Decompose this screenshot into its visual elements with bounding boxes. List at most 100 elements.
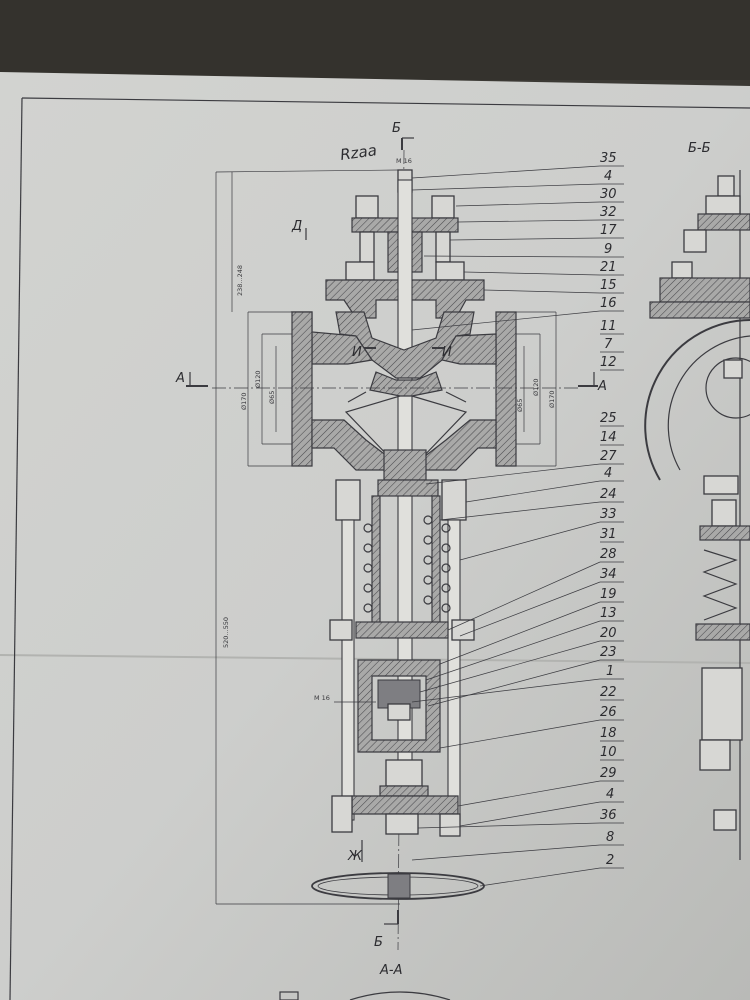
svg-text:11: 11 — [600, 319, 617, 334]
tie-rod-right — [447, 519, 461, 821]
top-nut-right — [431, 195, 455, 219]
detail-mark-d: Д — [291, 219, 302, 234]
view-title-aa: А-А — [379, 963, 402, 978]
callout-35: 35 — [411, 151, 624, 179]
dim-dia-right-inner: Ø65 — [516, 399, 524, 412]
spring-plate — [355, 621, 449, 639]
svg-text:12: 12 — [600, 355, 617, 370]
callout-15: 15 — [483, 278, 624, 294]
svg-text:35: 35 — [600, 151, 617, 166]
svg-text:19: 19 — [600, 587, 617, 602]
svg-text:7: 7 — [604, 337, 613, 352]
svg-text:21: 21 — [600, 260, 617, 275]
svg-text:2: 2 — [606, 853, 614, 868]
svg-text:4: 4 — [606, 787, 614, 802]
thread-stamp: Rzaa — [339, 141, 378, 164]
svg-text:16: 16 — [600, 296, 617, 311]
valve-seat — [369, 371, 443, 397]
svg-text:18: 18 — [600, 726, 617, 741]
top-nut-left — [355, 195, 379, 219]
svg-text:4: 4 — [604, 169, 612, 184]
side-spring — [702, 549, 738, 621]
callout-24: 24 — [439, 487, 624, 521]
dim-dia-left-outer: Ø170 — [240, 392, 248, 410]
detail-mark-i-left: И — [352, 345, 362, 360]
section-mark-a-right: A — [597, 379, 607, 394]
section-mark-a-left: A — [175, 371, 185, 386]
dim-dia-right-outer: Ø170 — [548, 390, 556, 408]
spring — [363, 515, 451, 613]
handwheel — [311, 872, 485, 900]
callout-25: 25 — [600, 411, 624, 427]
detail-mark-i-right: И — [442, 345, 452, 360]
svg-text:15: 15 — [600, 278, 617, 293]
svg-text:22: 22 — [600, 685, 617, 700]
callout-4b: 4 — [465, 466, 624, 503]
svg-text:14: 14 — [600, 430, 617, 445]
dim-upper-height: 238...248 — [236, 265, 244, 296]
tie-rod-left — [341, 519, 355, 821]
handwheel-hub — [387, 873, 411, 899]
callout-11: 11 — [600, 319, 624, 335]
svg-text:9: 9 — [604, 242, 612, 257]
stem — [397, 179, 413, 821]
svg-text:29: 29 — [600, 766, 617, 781]
top-thread-dim: M 16 — [396, 157, 412, 165]
callout-4: 4 — [411, 169, 624, 191]
callout-19: 19 — [439, 587, 624, 665]
bolt-head-right — [441, 479, 467, 521]
svg-text:26: 26 — [600, 705, 617, 720]
side-view-bb: Б-Б — [644, 141, 750, 860]
svg-text:17: 17 — [600, 223, 617, 238]
svg-text:25: 25 — [600, 411, 617, 426]
callout-list: 35 4 30 32 17 9 21 15 16 11 7 12 25 14 2… — [411, 151, 624, 887]
dim-overall-height: 520...550 — [222, 617, 230, 648]
svg-text:1: 1 — [606, 664, 614, 679]
callout-29: 29 — [457, 766, 624, 807]
section-mark-b-top: Б — [392, 121, 401, 136]
bottom-bracket — [351, 795, 459, 815]
callout-14: 14 — [600, 430, 624, 446]
paper-fold — [0, 654, 750, 664]
flange-right — [495, 311, 517, 467]
frame-border-left — [9, 97, 23, 1000]
callout-30: 30 — [455, 187, 624, 207]
svg-text:33: 33 — [600, 507, 617, 522]
callout-10: 10 — [600, 745, 624, 761]
callout-16: 16 — [411, 296, 624, 331]
svg-text:23: 23 — [600, 645, 617, 660]
body-neck — [383, 449, 427, 481]
callout-28: 28 — [447, 547, 624, 631]
svg-text:4: 4 — [604, 466, 612, 481]
callout-17: 17 — [449, 223, 624, 241]
callout-1: 1 — [411, 664, 624, 703]
stem-thread-dim: M 16 — [314, 694, 330, 702]
callout-36: 36 — [417, 808, 624, 829]
callout-4c: 4 — [459, 787, 624, 827]
svg-text:30: 30 — [600, 187, 617, 202]
svg-text:31: 31 — [600, 527, 617, 542]
callout-32: 32 — [457, 205, 624, 223]
svg-text:13: 13 — [600, 606, 617, 621]
bolt-head-left — [335, 479, 361, 521]
svg-text:8: 8 — [606, 830, 614, 845]
svg-text:36: 36 — [600, 808, 617, 823]
body-arc — [644, 319, 750, 481]
callout-7: 7 — [600, 337, 624, 353]
callout-18: 18 — [600, 726, 624, 742]
yoke — [357, 659, 441, 753]
svg-text:32: 32 — [600, 205, 617, 220]
svg-text:27: 27 — [600, 449, 617, 464]
callout-12: 12 — [600, 355, 624, 371]
svg-text:10: 10 — [600, 745, 617, 760]
callout-13: 13 — [425, 606, 624, 681]
svg-text:24: 24 — [600, 487, 617, 502]
callout-23: 23 — [427, 645, 624, 707]
frame-border-top — [21, 97, 750, 109]
callout-33: 33 — [459, 507, 624, 561]
svg-text:20: 20 — [600, 626, 617, 641]
flange-left — [291, 311, 313, 467]
callout-20: 20 — [419, 626, 624, 693]
callout-26: 26 — [439, 705, 624, 749]
